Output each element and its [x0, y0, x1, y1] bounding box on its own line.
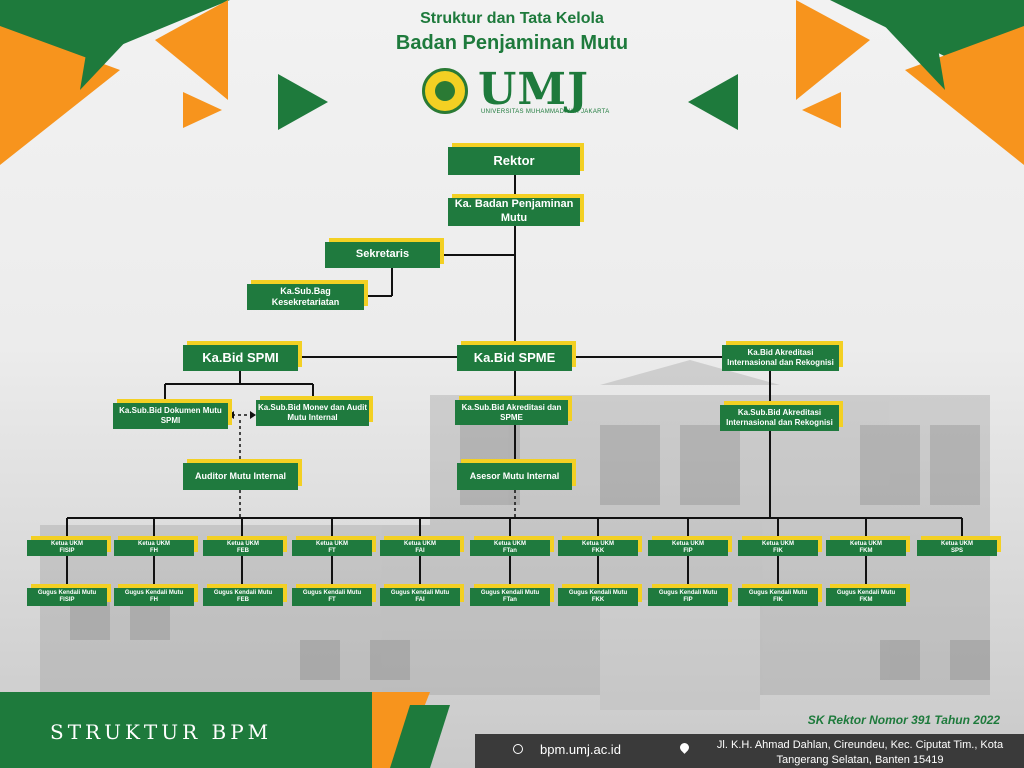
footer-banner	[0, 692, 372, 768]
address-text: Jl. K.H. Ahmad Dahlan, Cireundeu, Kec. C…	[716, 739, 1004, 766]
node-kabid-spmi: Ka.Bid SPMI	[183, 345, 298, 371]
node-asesor: Asesor Mutu Internal	[457, 463, 572, 490]
node-kasubbid-monev: Ka.Sub.Bid Monev dan Audit Mutu Internal	[256, 400, 369, 426]
node-ka-bpm: Ka. Badan Penjaminan Mutu	[448, 198, 580, 226]
globe-icon	[513, 744, 523, 754]
title-line-2: Badan Penjaminan Mutu	[395, 32, 629, 54]
footer-label: STRUKTUR BPM	[50, 720, 273, 744]
node-rektor: Rektor	[448, 147, 580, 175]
node-kasubbid-dokumen: Ka.Sub.Bid Dokumen Mutu SPMI	[113, 403, 228, 429]
node-kasubbid-spme: Ka.Sub.Bid Akreditasi dan SPME	[455, 400, 568, 425]
node-kabid-akreditasi: Ka.Bid Akreditasi Internasional dan Reko…	[722, 345, 839, 371]
umj-seal-logo	[422, 68, 468, 114]
contact-bar	[475, 734, 1024, 768]
node-kabid-spme: Ka.Bid SPME	[457, 345, 572, 371]
website-link[interactable]: bpm.umj.ac.id	[540, 742, 621, 757]
node-kasubbid-akreditasi: Ka.Sub.Bid Akreditasi Internasional dan …	[720, 405, 839, 431]
sk-rektor: SK Rektor Nomor 391 Tahun 2022	[807, 713, 1000, 727]
title-line-1: Struktur dan Tata Kelola	[420, 10, 604, 27]
node-sekretaris: Sekretaris	[325, 242, 440, 268]
umj-logo-text: UMJ	[478, 64, 589, 115]
node-auditor: Auditor Mutu Internal	[183, 463, 298, 490]
umj-logo-subtext: UNIVERSITAS MUHAMMADIYAH JAKARTA	[481, 109, 610, 115]
node-kasubbag-kesekretariatan: Ka.Sub.Bag Kesekretariatan	[247, 284, 364, 310]
